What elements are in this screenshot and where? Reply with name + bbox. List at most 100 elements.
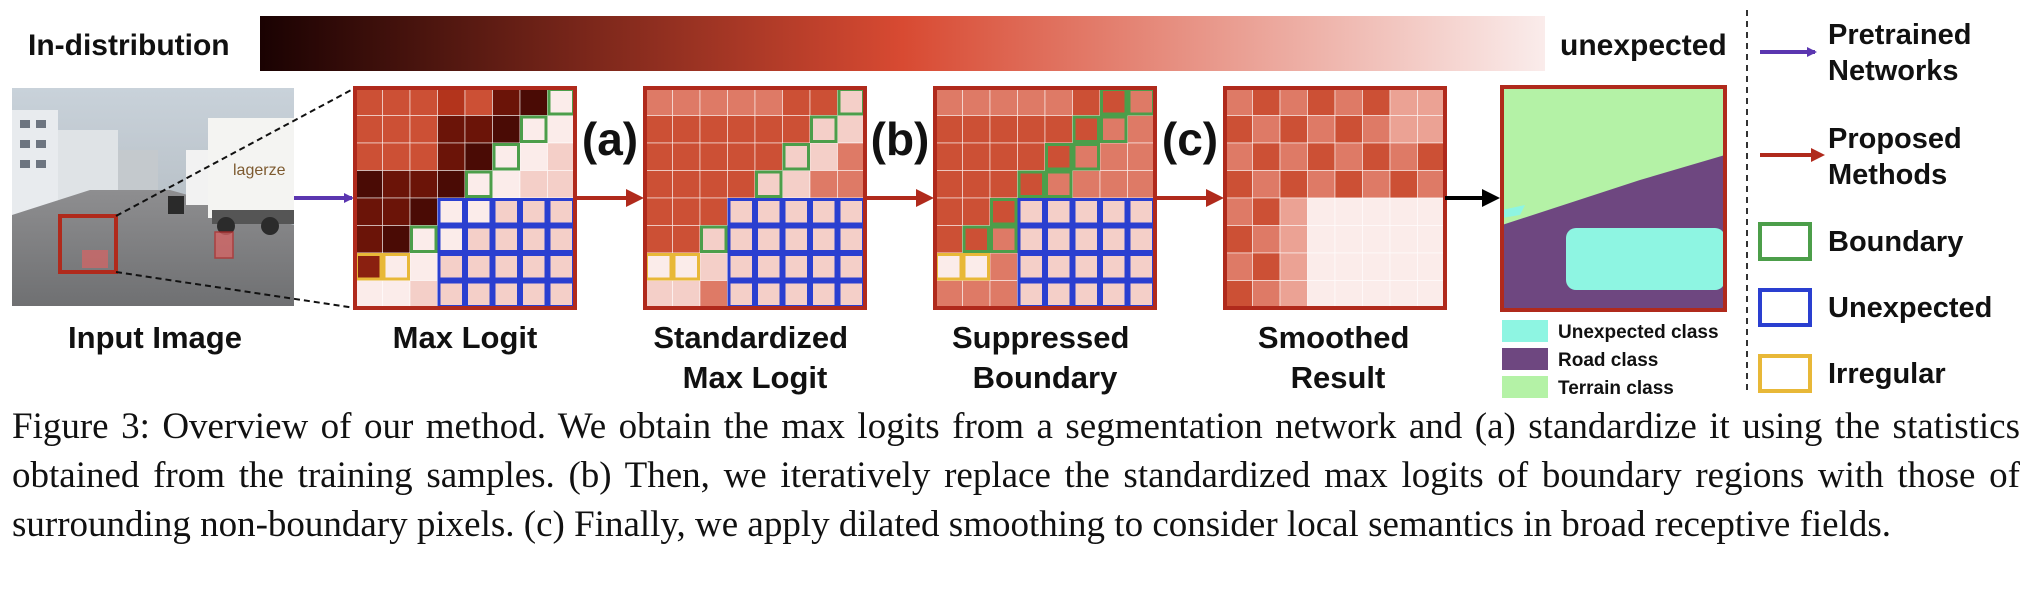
truck-lettering: lagerze xyxy=(233,162,286,179)
grid-cell xyxy=(492,280,521,309)
unexpected-cell-outline xyxy=(727,253,755,281)
grid-cell xyxy=(934,87,963,116)
grid-cell xyxy=(1334,142,1363,171)
legend-unexpected: Unexpected xyxy=(1758,288,1992,327)
arrow-to-segmentation xyxy=(1445,189,1500,207)
stage-title-suppressed-line2: Boundary xyxy=(973,360,1118,395)
grid-cell xyxy=(1362,87,1391,116)
grid-cell xyxy=(809,197,838,226)
grid-cell xyxy=(809,115,838,144)
grid-cell xyxy=(1362,142,1391,171)
grid-cell xyxy=(354,87,383,116)
grid-cell xyxy=(1334,197,1363,226)
unexpected-cell-outline xyxy=(727,198,755,226)
grid-cell xyxy=(644,280,673,309)
svg-text:Suppressed Boundary: Suppressed Boundary xyxy=(952,320,1138,395)
irregular-cell-outline xyxy=(645,253,673,281)
grid-cell xyxy=(547,170,576,199)
grid-cell xyxy=(989,115,1018,144)
grid-cell xyxy=(837,280,866,309)
grid-cell xyxy=(1362,170,1391,199)
unexpected-cell-outline xyxy=(492,225,520,253)
unexpected-cell-outline xyxy=(1100,225,1128,253)
grid-cell xyxy=(382,142,411,171)
grid-cell xyxy=(547,225,576,254)
grid-cell xyxy=(1334,252,1363,281)
grid-cell xyxy=(837,142,866,171)
legend-irregular: Irregular xyxy=(1758,354,1946,393)
grid-cell xyxy=(934,280,963,309)
unexpected-cell-outline xyxy=(465,253,493,281)
grid-cell xyxy=(1072,142,1101,171)
grid-cell xyxy=(727,252,756,281)
gradient-scale-bar xyxy=(260,16,1545,71)
grid-cell xyxy=(1044,280,1073,309)
step-label-a: (a) xyxy=(582,113,638,165)
grid-cell xyxy=(1334,115,1363,144)
grid-cell xyxy=(1417,197,1446,226)
grid-cell xyxy=(754,280,783,309)
smoothed-result-grid xyxy=(1223,86,1447,310)
grid-cell xyxy=(1279,280,1308,309)
grid-cell xyxy=(934,225,963,254)
grid-cell xyxy=(492,252,521,281)
anomaly-crop-box xyxy=(58,214,118,274)
grid-cell xyxy=(519,197,548,226)
unexpected-cell-outline xyxy=(520,225,548,253)
boundary-cell-outline xyxy=(810,115,838,143)
grid-cell xyxy=(409,252,438,281)
grid-cell xyxy=(464,87,493,116)
grid-cell xyxy=(1224,252,1253,281)
grid-cell xyxy=(464,115,493,144)
step-label-b: (b) xyxy=(871,113,930,165)
grid-cell xyxy=(464,280,493,309)
grid-cell xyxy=(962,142,991,171)
grid-cell xyxy=(1127,197,1156,226)
seg-legend-swatch xyxy=(1502,348,1548,370)
pretrained-label-line2: Networks xyxy=(1828,55,1959,87)
grid-cell xyxy=(1017,170,1046,199)
grid-cell xyxy=(962,225,991,254)
grid-cell xyxy=(1362,197,1391,226)
grid-cell xyxy=(437,87,466,116)
grid-cell xyxy=(1072,225,1101,254)
grid-cell xyxy=(1099,197,1128,226)
grid-cell xyxy=(1362,252,1391,281)
boundary-cell-outline xyxy=(1072,143,1100,171)
zoom-line-bottom xyxy=(115,271,356,309)
grid-cell xyxy=(644,87,673,116)
grid-cell xyxy=(754,225,783,254)
grid-cell xyxy=(699,225,728,254)
grid-cell xyxy=(1389,87,1418,116)
grid-cell xyxy=(837,252,866,281)
unexpected-cell-outline xyxy=(782,225,810,253)
grid-cell xyxy=(1044,252,1073,281)
grid-cell xyxy=(1307,197,1336,226)
grid-cell xyxy=(547,115,576,144)
grid-cell xyxy=(1044,87,1073,116)
grid-cell xyxy=(782,142,811,171)
boundary-legend-swatch xyxy=(1758,222,1812,261)
grid-cell xyxy=(934,142,963,171)
grid-cell xyxy=(464,170,493,199)
grid-cell xyxy=(837,197,866,226)
grid-cell xyxy=(1127,225,1156,254)
grid-cell xyxy=(547,87,576,116)
grid-cell xyxy=(782,170,811,199)
grid-cell xyxy=(464,252,493,281)
grid-cell xyxy=(754,197,783,226)
unexpected-cell-outline xyxy=(492,198,520,226)
grid-cell xyxy=(809,225,838,254)
grid-cell xyxy=(1307,170,1336,199)
grid-cell xyxy=(1389,170,1418,199)
grid-cell xyxy=(1334,87,1363,116)
svg-text:Pretrained Networks: Pretrained Networks xyxy=(1828,19,1980,87)
grid-cell xyxy=(437,115,466,144)
grid-cell xyxy=(464,142,493,171)
grid-cell xyxy=(782,280,811,309)
grid-cell xyxy=(1252,170,1281,199)
seg-legend-swatch xyxy=(1502,320,1548,342)
grid-cell xyxy=(644,225,673,254)
grid-cell xyxy=(672,280,701,309)
grid-cell xyxy=(1334,225,1363,254)
